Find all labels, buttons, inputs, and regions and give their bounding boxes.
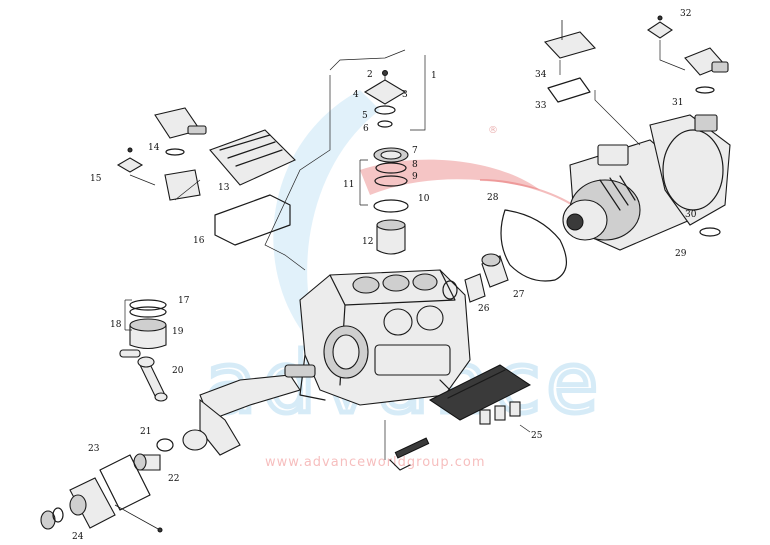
watermark-swoosh-red — [360, 159, 540, 195]
motor-gasket — [500, 209, 567, 282]
part-number-labels: 1 2 3 4 5 6 7 8 9 10 11 12 13 14 15 16 1… — [72, 9, 697, 542]
label-part-25: 25 — [531, 431, 543, 441]
label-part-14: 14 — [148, 143, 160, 153]
watermark-url: www.advanceworldgroup.com — [265, 455, 486, 470]
label-part-32: 32 — [680, 9, 691, 19]
label-part-2: 2 — [367, 70, 373, 80]
label-part-5: 5 — [362, 111, 368, 121]
label-part-34: 34 — [535, 70, 547, 80]
watermark-registered-mark: ® — [488, 125, 498, 136]
locating-pin — [384, 420, 430, 471]
cylinder-sleeve-assembly — [264, 75, 409, 271]
discharge-valve-assembly — [543, 15, 729, 103]
head-gasket — [214, 194, 291, 246]
label-part-18: 18 — [110, 320, 122, 330]
label-part-3: 3 — [402, 90, 408, 100]
label-part-21: 21 — [140, 427, 151, 437]
front-bearing-cover-assembly — [40, 438, 174, 533]
label-part-10: 10 — [418, 194, 430, 204]
label-part-4: 4 — [353, 90, 359, 100]
label-part-9: 9 — [412, 172, 418, 182]
label-part-28: 28 — [487, 193, 499, 203]
label-part-13: 13 — [218, 183, 230, 193]
label-part-12: 12 — [362, 237, 373, 247]
label-part-8: 8 — [412, 160, 418, 170]
label-part-31: 31 — [672, 98, 683, 108]
label-part-15: 15 — [90, 174, 102, 184]
label-part-30: 30 — [685, 210, 697, 220]
label-part-24: 24 — [72, 532, 84, 542]
label-part-20: 20 — [172, 366, 184, 376]
label-part-16: 16 — [193, 236, 205, 246]
label-part-26: 26 — [478, 304, 490, 314]
main-bearing-set — [442, 253, 509, 303]
label-part-22: 22 — [168, 474, 179, 484]
label-part-17: 17 — [178, 296, 190, 306]
side-cover-plate — [429, 364, 531, 433]
watermark-swoosh-blue — [273, 90, 380, 360]
cylinder-head-cover — [209, 129, 296, 186]
crankcase-housing — [299, 269, 471, 406]
crankshaft — [182, 364, 316, 456]
suction-valve-assembly — [116, 107, 207, 201]
label-part-11: 11 — [343, 180, 354, 190]
label-part-33: 33 — [535, 101, 547, 111]
motor-housing — [562, 90, 731, 251]
label-part-27: 27 — [513, 290, 525, 300]
piston-assembly — [119, 299, 168, 402]
label-part-7: 7 — [412, 146, 418, 156]
label-part-6: 6 — [363, 124, 369, 134]
label-part-1: 1 — [431, 71, 437, 81]
label-part-23: 23 — [88, 444, 100, 454]
label-part-29: 29 — [675, 249, 687, 259]
label-part-19: 19 — [172, 327, 184, 337]
valve-cover-assembly — [329, 49, 426, 131]
